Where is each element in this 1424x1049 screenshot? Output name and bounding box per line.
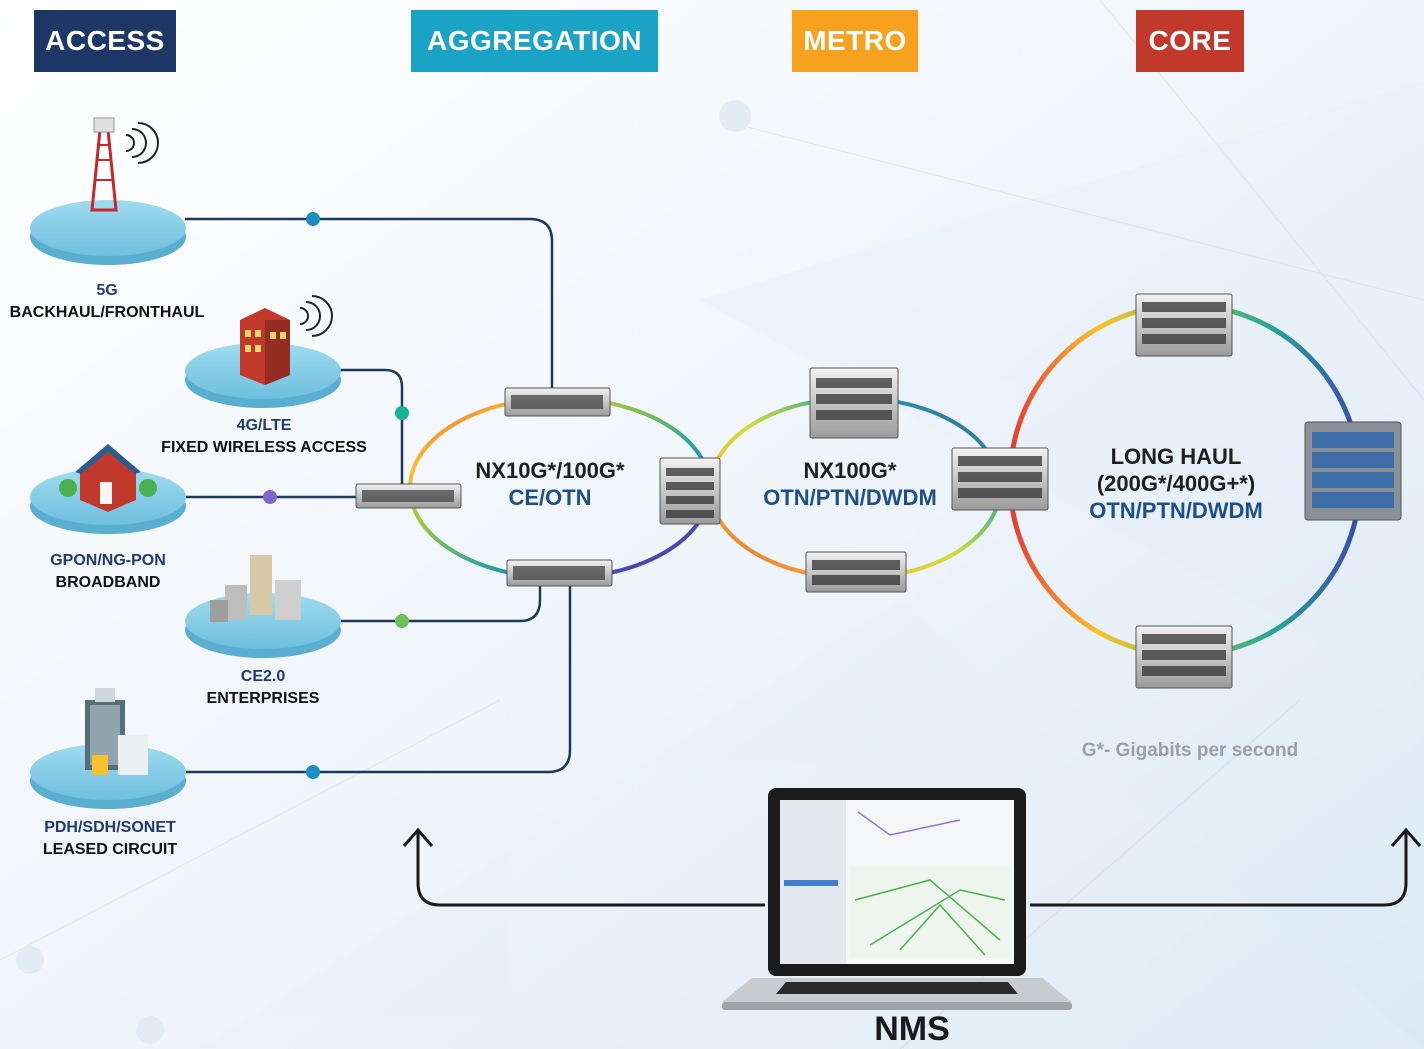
- core-ring-line2: (200G*/400G+*): [1096, 471, 1256, 496]
- aggregation-ring-line1: NX10G*/100G*: [475, 458, 625, 483]
- enterprise-city-icon: [210, 555, 301, 622]
- equipment-metro-core-hub: [951, 447, 1049, 511]
- service-gpon-line2: BROADBAND: [55, 574, 161, 591]
- aggregation-ring-label: NX10G*/100G* CE/OTN: [450, 457, 650, 511]
- equipment-access-node: [355, 483, 462, 509]
- core-ring-label: LONG HAUL (200G*/400G+*) OTN/PTN/DWDM: [1075, 443, 1277, 524]
- tower-icon: [90, 117, 159, 212]
- layer-label-metro: METRO: [792, 10, 918, 72]
- service-lte-line2: FIXED WIRELESS ACCESS: [161, 439, 367, 456]
- equipment-metro-top: [809, 367, 899, 439]
- equipment-agg-bottom: [506, 559, 613, 587]
- service-ce-line1: CE2.0: [240, 668, 286, 685]
- laptop-icon: [722, 788, 1072, 1010]
- service-label-lte: 4G/LTE FIXED WIRELESS ACCESS: [150, 415, 378, 459]
- equipment-core-bottom: [1135, 625, 1233, 689]
- service-pdh-line1: PDH/SDH/SONET: [44, 819, 176, 836]
- office-building-icon: [85, 688, 148, 775]
- core-ring-line1: LONG HAUL: [1110, 444, 1242, 469]
- service-label-gpon: GPON/NG-PON BROADBAND: [20, 550, 196, 594]
- house-icon: [59, 444, 157, 512]
- disc-5g: [30, 200, 186, 265]
- equipment-core-top: [1135, 293, 1233, 357]
- layer-label-core: CORE: [1136, 10, 1244, 72]
- link-node-ce: [395, 614, 409, 628]
- service-lte-line1: 4G/LTE: [236, 417, 292, 434]
- access-links: [185, 217, 572, 774]
- nms-arrows: [402, 827, 1422, 907]
- service-label-pdh: PDH/SDH/SONET LEASED CIRCUIT: [20, 817, 200, 861]
- service-gpon-line1: GPON/NG-PON: [50, 552, 166, 569]
- link-node-gpon: [263, 490, 277, 504]
- aggregation-ring-line2: CE/OTN: [508, 485, 592, 510]
- apartment-building-icon: [240, 295, 333, 385]
- equipment-core-right: [1304, 421, 1402, 521]
- metro-ring-line2: OTN/PTN/DWDM: [763, 485, 937, 510]
- layer-label-access: ACCESS: [34, 10, 176, 72]
- link-node-lte: [395, 406, 409, 420]
- metro-ring-label: NX100G* OTN/PTN/DWDM: [745, 457, 955, 511]
- equipment-agg-metro-hub: [659, 457, 721, 525]
- service-5g-line2: BACKHAUL/FRONTHAUL: [9, 304, 205, 321]
- footnote: G*- Gigabits per second: [1081, 740, 1299, 761]
- service-pdh-line2: LEASED CIRCUIT: [42, 841, 178, 858]
- service-label-5g: 5G BACKHAUL/FRONTHAUL: [0, 280, 214, 324]
- metro-ring-line1: NX100G*: [803, 458, 897, 483]
- nms-label: NMS: [874, 1010, 950, 1048]
- link-node-5g: [306, 212, 320, 226]
- service-ce-line2: ENTERPRISES: [206, 690, 320, 707]
- service-5g-line1: 5G: [96, 282, 118, 299]
- layer-label-aggregation: AGGREGATION: [411, 10, 658, 72]
- equipment-metro-bottom: [805, 551, 907, 593]
- equipment-agg-top: [504, 387, 611, 417]
- link-node-pdh: [306, 765, 320, 779]
- service-label-ce: CE2.0 ENTERPRISES: [180, 666, 346, 710]
- core-ring-line3: OTN/PTN/DWDM: [1089, 498, 1263, 523]
